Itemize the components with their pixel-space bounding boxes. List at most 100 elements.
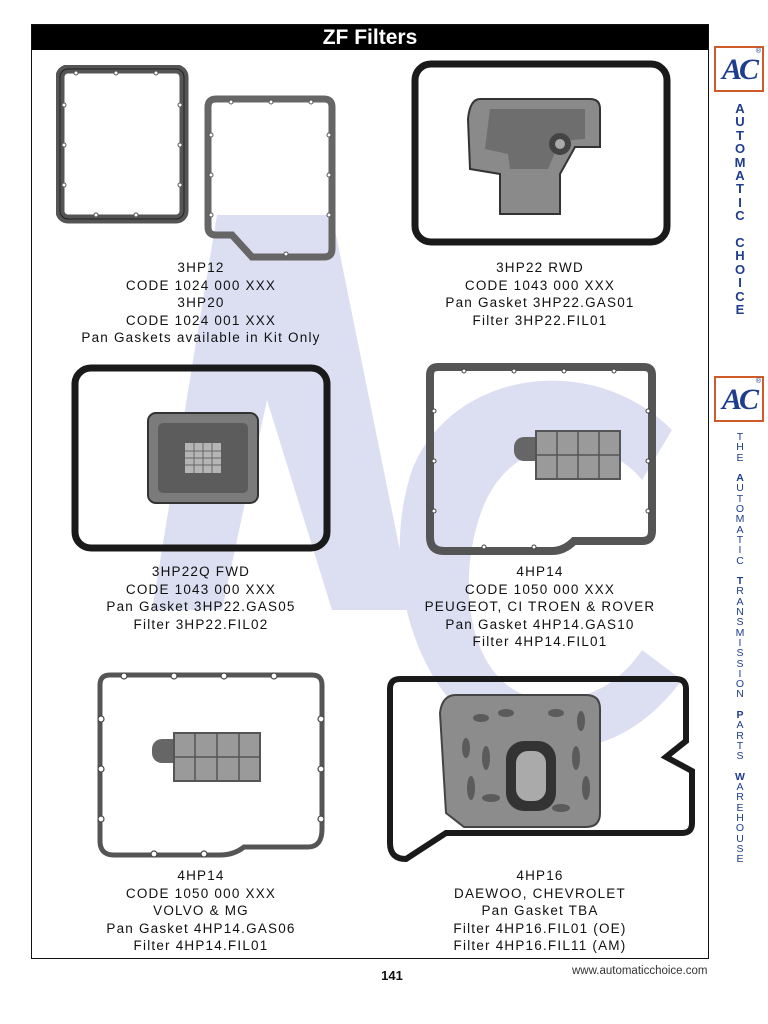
caption-line: Filter 4HP16.FIL11 (AM) [453,938,627,953]
tagline-letter: O [735,822,745,835]
tagline-letter: E [736,451,744,464]
brand-letter: U [735,114,745,130]
product-caption-3hp12: 3HP12 CODE 1024 000 XXX 3HP20 CODE 1024 … [52,259,350,347]
page-title: ZF Filters [32,25,708,50]
product-caption-3hp22-rwd: 3HP22 RWD CODE 1043 000 XXX Pan Gasket 3… [390,259,690,329]
caption-line: Filter 4HP14.FIL01 [133,938,269,953]
ac-logo-bottom: AC ® [714,376,764,422]
product-caption-4hp16: 4HP16 DAEWOO, CHEVROLET Pan Gasket TBA F… [390,867,690,955]
logo-text: AC [721,53,759,86]
brand-letter: T [736,181,744,197]
brand-letter: A [735,168,745,184]
brand-letter [712,223,768,236]
tagline-letter: A [736,719,744,732]
tagline-letter: A [736,472,744,485]
brand-letter: H [735,248,745,264]
tagline-letter: T [736,492,744,505]
caption-line: PEUGEOT, CI TROEN & ROVER [424,599,656,614]
caption-line: Pan Gasket 4HP14.GAS06 [106,920,296,936]
tagline-letter: R [736,729,744,742]
tagline-letter: E [736,853,744,866]
tagline-letter: R [736,791,744,804]
tagline-letter: S [736,647,744,660]
caption-line: 3HP22Q FWD [151,564,251,579]
registered-mark: ® [755,378,761,385]
brand-letter: O [734,141,746,157]
tagline-letter: S [736,616,744,629]
brand-letter: C [735,208,745,224]
caption-line: 4HP14 [177,868,225,883]
tagline-letter: T [736,575,744,588]
filter-3hp22q-fwd-image [71,364,331,552]
tagline-letter: M [735,626,745,639]
caption-line: 4HP16 [516,868,564,883]
tagline-letter: R [736,585,744,598]
caption-line: Pan Gasket 3HP22.GAS05 [106,599,296,614]
tagline-letter: H [736,441,744,454]
tagline-letter: U [736,832,744,845]
tagline-letter: A [736,781,744,794]
tagline-letter: I [738,667,742,680]
product-caption-3hp22q-fwd: 3HP22Q FWD CODE 1043 000 XXX Pan Gasket … [52,563,350,633]
tagline-letter: N [736,606,744,619]
tagline-letter: O [735,678,745,691]
caption-line: Filter 3HP22.FIL02 [133,616,269,632]
caption-line: Filter 4HP16.FIL01 (OE) [453,920,627,936]
tagline-letter: A [736,595,744,608]
tagline-letter: U [736,482,744,495]
tagline-letter: I [738,636,742,649]
caption-line: CODE 1050 000 XXX [464,581,616,597]
caption-line: CODE 1043 000 XXX [464,277,616,293]
watermark-logo [152,215,682,750]
caption-line: CODE 1050 000 XXX [125,885,277,901]
tagline-letter: N [736,688,744,701]
brand-letter: I [738,194,742,210]
tagline-letter: T [736,533,744,546]
caption-line: Filter 3HP22.FIL01 [472,312,608,328]
caption-line: Pan Gasket TBA [481,903,599,918]
tagline-letter: S [736,842,744,855]
tagline-letter: C [736,554,744,567]
tagline-letter: P [736,709,744,722]
gasket-3hp12-image [56,65,336,261]
caption-line: Pan Gaskets available in Kit Only [81,330,321,345]
tagline-letter: S [736,657,744,670]
brand-letter: O [734,261,746,277]
page-number: 141 [381,968,403,983]
brand-letter: E [735,302,745,318]
filter-4hp14-peugeot-image [426,363,656,555]
tagline-letter: T [736,739,744,752]
brand-letter: I [738,275,742,291]
caption-line: DAEWOO, CHEVROLET [454,885,626,901]
caption-line: VOLVO & MG [153,903,249,918]
tagline-letter: I [738,544,742,557]
caption-line: 3HP22 RWD [496,260,584,275]
brand-letter: C [735,235,745,251]
caption-line: Pan Gasket 4HP14.GAS10 [445,616,635,632]
caption-line: Pan Gasket 3HP22.GAS01 [445,295,635,310]
caption-line: CODE 1024 001 XXX [125,312,277,328]
tagline-letter: E [736,801,744,814]
caption-line: 3HP20 [177,295,225,310]
caption-line: Filter 4HP14.FIL01 [472,634,608,649]
brand-letter: C [735,288,745,304]
caption-line: 3HP12 [177,260,225,275]
filter-3hp22-rwd-image [411,60,671,246]
tagline-letter: W [735,770,745,783]
registered-mark: ® [755,48,761,55]
filter-4hp16-image [387,676,695,863]
tagline-letter: O [735,503,745,516]
brand-letter: A [735,101,745,116]
caption-line: CODE 1024 000 XXX [125,277,277,293]
brand-letter: T [736,127,744,143]
ac-logo-top: AC ® [714,46,764,92]
tagline-letter: H [736,811,744,824]
product-caption-4hp14-peugeot: 4HP14 CODE 1050 000 XXX PEUGEOT, CI TROE… [390,563,690,651]
logo-text: AC [721,383,759,416]
tagline-letter: A [736,523,744,536]
tagline-letter: S [736,750,744,763]
caption-line: 4HP14 [516,564,564,579]
